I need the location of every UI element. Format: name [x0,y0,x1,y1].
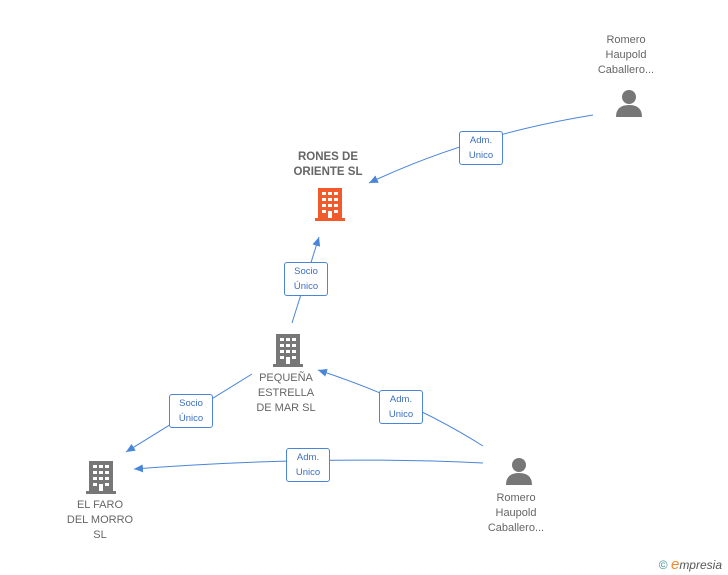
building-icon[interactable] [272,332,304,368]
person-icon[interactable] [614,88,644,118]
edge-label-socio-unico[interactable]: Socio Único [284,262,328,296]
footer-credit[interactable]: © empresia [659,556,722,573]
company-label-pequena[interactable]: PEQUEÑA ESTRELLA DE MAR SL [256,372,316,414]
brand-logo: empresia [670,556,722,573]
company-label-elfaro[interactable]: EL FARO DEL MORRO SL [66,499,134,541]
edge-label-socio-unico[interactable]: Socio Único [169,394,213,428]
copyright-symbol: © [658,558,668,572]
edge-label-adm-unico[interactable]: Adm. Unico [459,131,503,165]
edge-label-adm-unico[interactable]: Adm. Unico [379,390,423,424]
person-label-romero-top[interactable]: Romero Haupold Caballero... [597,34,655,76]
building-icon[interactable] [85,459,117,495]
person-label-romero-bottom[interactable]: Romero Haupold Caballero... [487,492,545,534]
building-icon-highlighted[interactable] [314,186,346,222]
edge-label-adm-unico[interactable]: Adm. Unico [286,448,330,482]
person-icon[interactable] [504,456,534,486]
company-label-rones[interactable]: RONES DE ORIENTE SL [293,151,363,178]
